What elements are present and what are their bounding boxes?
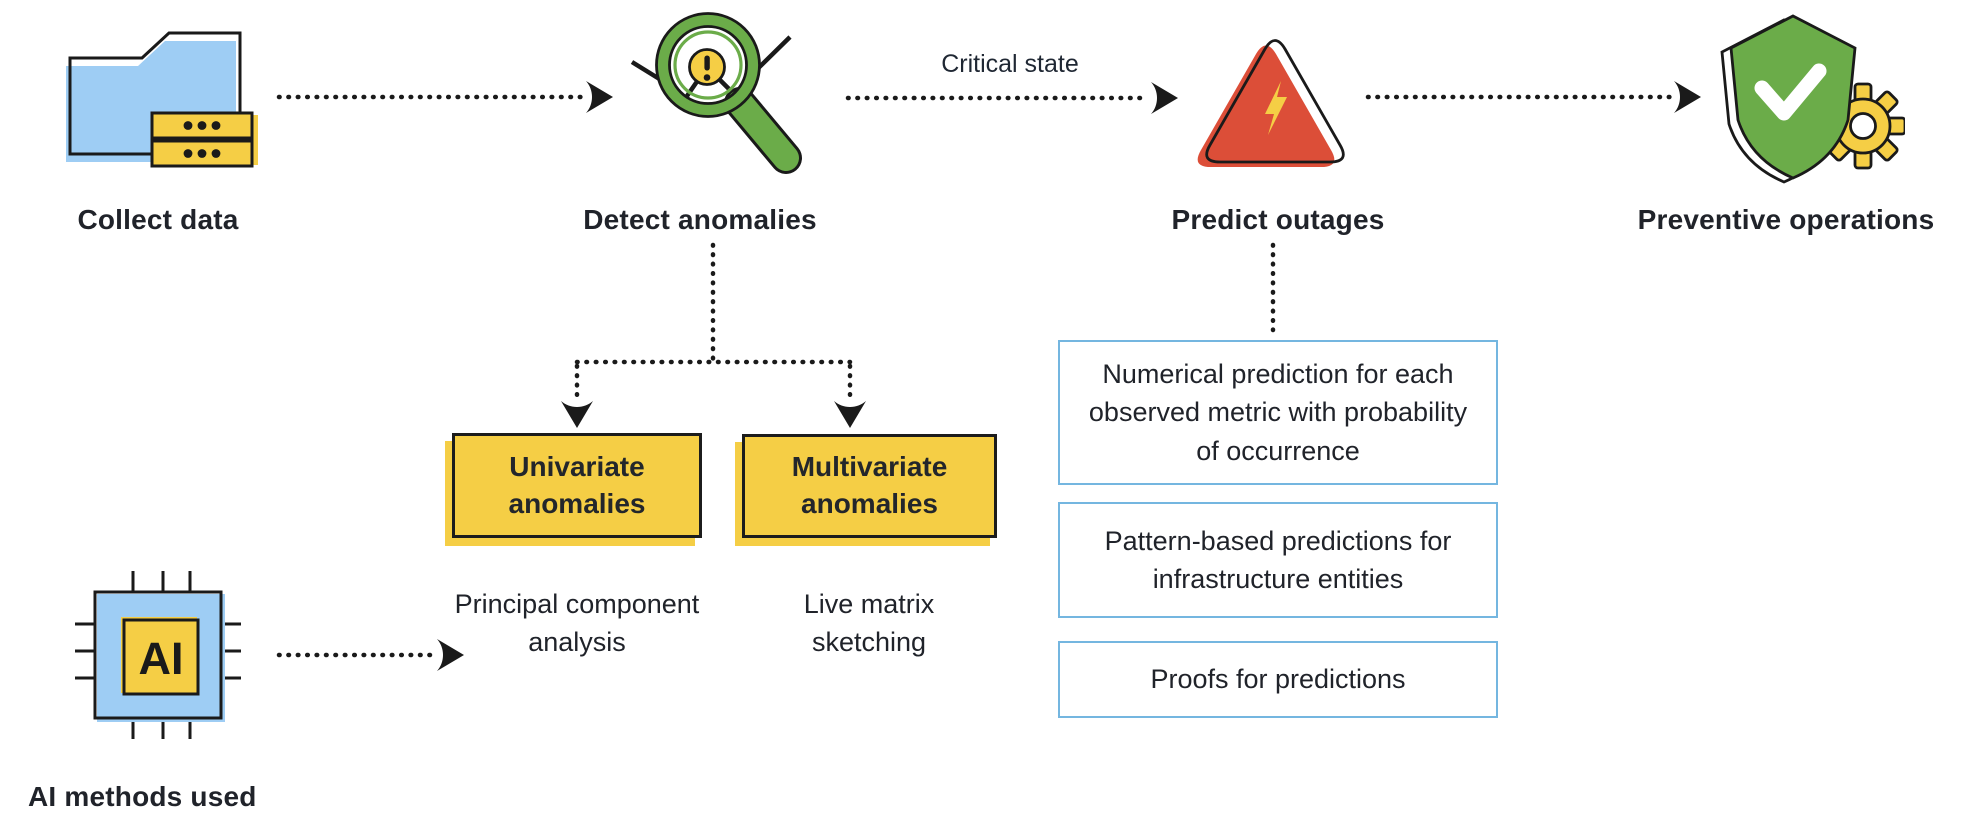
alert-badge-icon xyxy=(688,48,726,86)
arrowhead-right-icon xyxy=(586,81,613,113)
folder-outline xyxy=(68,31,242,156)
step-label-predict: Predict outages xyxy=(1171,204,1385,235)
lens-ring-outer-outline xyxy=(655,12,761,118)
triangle-outline xyxy=(1205,39,1345,164)
arrowhead-down-icon xyxy=(834,401,866,428)
step-label-prevent: Preventive operations xyxy=(1637,204,1935,235)
lens-inner-highlight xyxy=(673,30,743,100)
chip-text: AI xyxy=(139,633,184,684)
critical-state-label: Critical state xyxy=(941,50,1079,78)
univariate-method-label: Principal component analysis xyxy=(454,589,700,658)
prediction-output-box: Numerical prediction for each observed m… xyxy=(1058,340,1498,485)
server-leds xyxy=(183,121,221,158)
multivariate-anomalies-box: Multivariate anomalies xyxy=(742,434,997,538)
magnifier-alert-icon xyxy=(630,12,802,174)
arrowhead-right-icon xyxy=(1151,82,1178,114)
warning-lightning-icon xyxy=(1197,39,1345,167)
lightning-bolt-icon xyxy=(1265,81,1287,135)
prediction-output-box: Pattern-based predictions for infrastruc… xyxy=(1058,502,1498,618)
step-label-collect: Collect data xyxy=(77,204,239,235)
arrowhead-down-icon xyxy=(561,401,593,428)
magnifier-handle xyxy=(724,87,802,174)
univariate-anomalies-box: Univariate anomalies xyxy=(452,433,702,538)
shield-check-gear-icon xyxy=(1720,14,1905,184)
multivariate-method-label: Live matrix sketching xyxy=(803,589,935,658)
arrowhead-right-icon xyxy=(437,639,464,671)
chip-body-outline xyxy=(93,590,223,720)
lens-ring-inner-outline xyxy=(668,25,748,105)
triangle-fill xyxy=(1197,45,1335,167)
step-label-detect: Detect anomalies xyxy=(583,204,817,235)
arrowhead-right-icon xyxy=(1674,81,1701,113)
gear-icon xyxy=(1819,82,1905,170)
lens-ring xyxy=(656,13,760,117)
ai-methods-label: AI methods used xyxy=(28,781,257,812)
chip-core-fill xyxy=(121,617,197,693)
checkmark-icon xyxy=(1754,63,1827,121)
folder-database-icon xyxy=(66,31,258,168)
ai-chip-icon: AI xyxy=(75,571,241,739)
chip-core-outline xyxy=(122,618,200,696)
prediction-output-box: Proofs for predictions xyxy=(1058,641,1498,718)
